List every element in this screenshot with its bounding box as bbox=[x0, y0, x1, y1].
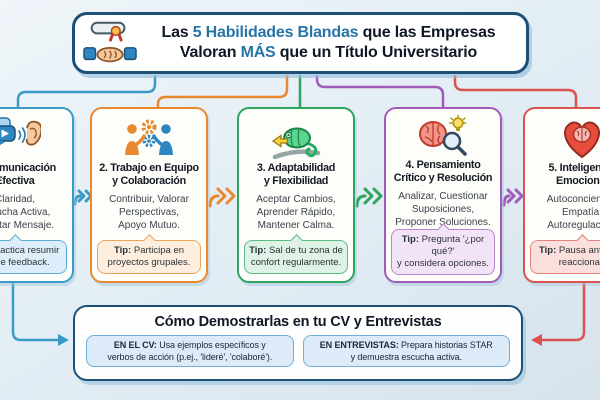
card-title: 4. Pensamiento Crítico y Resolución bbox=[393, 159, 493, 184]
card-title: 1. Comunicación Efectiva bbox=[0, 162, 56, 187]
cv-label: EN EL CV: bbox=[113, 340, 157, 350]
flow-arrow-4 bbox=[502, 188, 524, 207]
speech-bubble-ear-icon bbox=[0, 115, 67, 160]
handshake-diploma-icon bbox=[83, 21, 137, 63]
flow-arrow-2 bbox=[208, 187, 236, 208]
connector-card1 bbox=[16, 75, 157, 107]
tip-bubble: Tip: Pausa antes de reaccionar. bbox=[530, 240, 600, 274]
card-adaptabilidad: 3. Adaptabilidad y Flexibilidad Aceptar … bbox=[237, 107, 355, 283]
title-segment: Valoran bbox=[179, 44, 241, 61]
card-title: 3. Adaptabilidad y Flexibilidad bbox=[256, 162, 336, 187]
connector-card5 bbox=[453, 75, 578, 107]
connector-card2 bbox=[156, 75, 289, 107]
tip-label: Tip: bbox=[249, 245, 267, 257]
tip-text: Pausa antes de reaccionar. bbox=[558, 245, 600, 269]
tip-text: Practica resumir y pide feedback. bbox=[0, 245, 60, 269]
connector-card4 bbox=[315, 75, 445, 107]
cv-flow-arrow-right bbox=[531, 283, 586, 346]
cv-text: Usa ejemplos específicos y verbos de acc… bbox=[107, 340, 273, 363]
tip-bubble: Tip: Pregunta '¿por qué?' y considera op… bbox=[391, 228, 495, 275]
header-banner: Las 5 Habilidades Blandas que las Empres… bbox=[72, 12, 529, 74]
teamwork-gears-icon bbox=[97, 115, 201, 160]
footer-chips: EN EL CV: Usa ejemplos específicos y ver… bbox=[75, 335, 521, 368]
card-title: 5. Inteligencia Emocional bbox=[548, 162, 600, 187]
flow-arrow-3 bbox=[355, 187, 383, 208]
cv-chip: EN EL CV: Usa ejemplos específicos y ver… bbox=[86, 335, 294, 368]
heart-brain-icon bbox=[530, 115, 600, 160]
interviews-chip: EN ENTREVISTAS: Prepara historias STAR y… bbox=[302, 335, 510, 368]
title-segment: Las bbox=[161, 23, 193, 41]
tip-text: Pregunta '¿por qué?' y considera opcione… bbox=[397, 233, 489, 269]
interviews-label: EN ENTREVISTAS: bbox=[319, 340, 399, 350]
title-segment: que las Empresas bbox=[358, 23, 496, 41]
tip-label: Tip: bbox=[401, 233, 420, 245]
tip-text: Participa en proyectos grupales. bbox=[107, 245, 191, 269]
chameleon-icon bbox=[244, 115, 348, 160]
tip-label: Tip: bbox=[113, 245, 132, 257]
tip-label: Tip: bbox=[539, 245, 557, 257]
title-segment-accent: MÁS bbox=[240, 44, 276, 61]
card-title: 2. Trabajo en Equipo y Colaboración bbox=[99, 162, 199, 187]
card-description: Aceptar Cambios, Aprender Rápido, Manten… bbox=[256, 193, 336, 231]
card-inteligencia-emocional: 5. Inteligencia Emocional Autoconciencia… bbox=[523, 107, 600, 283]
brain-magnifier-bulb-icon bbox=[391, 115, 495, 157]
card-description: Contribuir, Valorar Perspectivas, Apoyo … bbox=[109, 193, 189, 231]
footer-banner: Cómo Demostrarlas en tu CV y Entrevistas… bbox=[73, 305, 523, 381]
card-description: Analizar, Cuestionar Suposiciones, Propo… bbox=[395, 190, 491, 228]
tip-bubble: Tip: Sal de tu zona de confort regularme… bbox=[244, 240, 348, 274]
card-description: Claridad, Escucha Activa, Adaptar Mensaj… bbox=[0, 193, 55, 231]
cv-flow-arrow-left bbox=[11, 283, 69, 346]
card-comunicacion-efectiva: 1. Comunicación Efectiva Claridad, Escuc… bbox=[0, 107, 74, 283]
tip-bubble: Tip: Practica resumir y pide feedback. bbox=[0, 240, 67, 274]
card-pensamiento-critico: 4. Pensamiento Crítico y Resolución Anal… bbox=[384, 107, 502, 283]
title-segment-accent: 5 Habilidades Blandas bbox=[192, 23, 359, 41]
header-title-line1: Las 5 Habilidades Blandas que las Empres… bbox=[141, 23, 516, 43]
flow-arrow-1 bbox=[73, 189, 93, 206]
interviews-text: Prepara historias STAR y demuestra escuc… bbox=[350, 340, 493, 363]
card-description: Autoconciencia, Empatía, Autoregulación. bbox=[546, 193, 600, 231]
tip-text: Sal de tu zona de confort regularmente. bbox=[250, 245, 343, 269]
title-segment: que un Título Universitario bbox=[275, 44, 478, 61]
tip-bubble: Tip: Participa en proyectos grupales. bbox=[97, 240, 201, 274]
header-title: Las 5 Habilidades Blandas que las Empres… bbox=[141, 23, 516, 64]
footer-title: Cómo Demostrarlas en tu CV y Entrevistas bbox=[154, 314, 442, 330]
header-title-line2: Valoran MÁS que un Título Universitario bbox=[141, 43, 516, 63]
card-trabajo-en-equipo: 2. Trabajo en Equipo y Colaboración Cont… bbox=[90, 107, 208, 283]
